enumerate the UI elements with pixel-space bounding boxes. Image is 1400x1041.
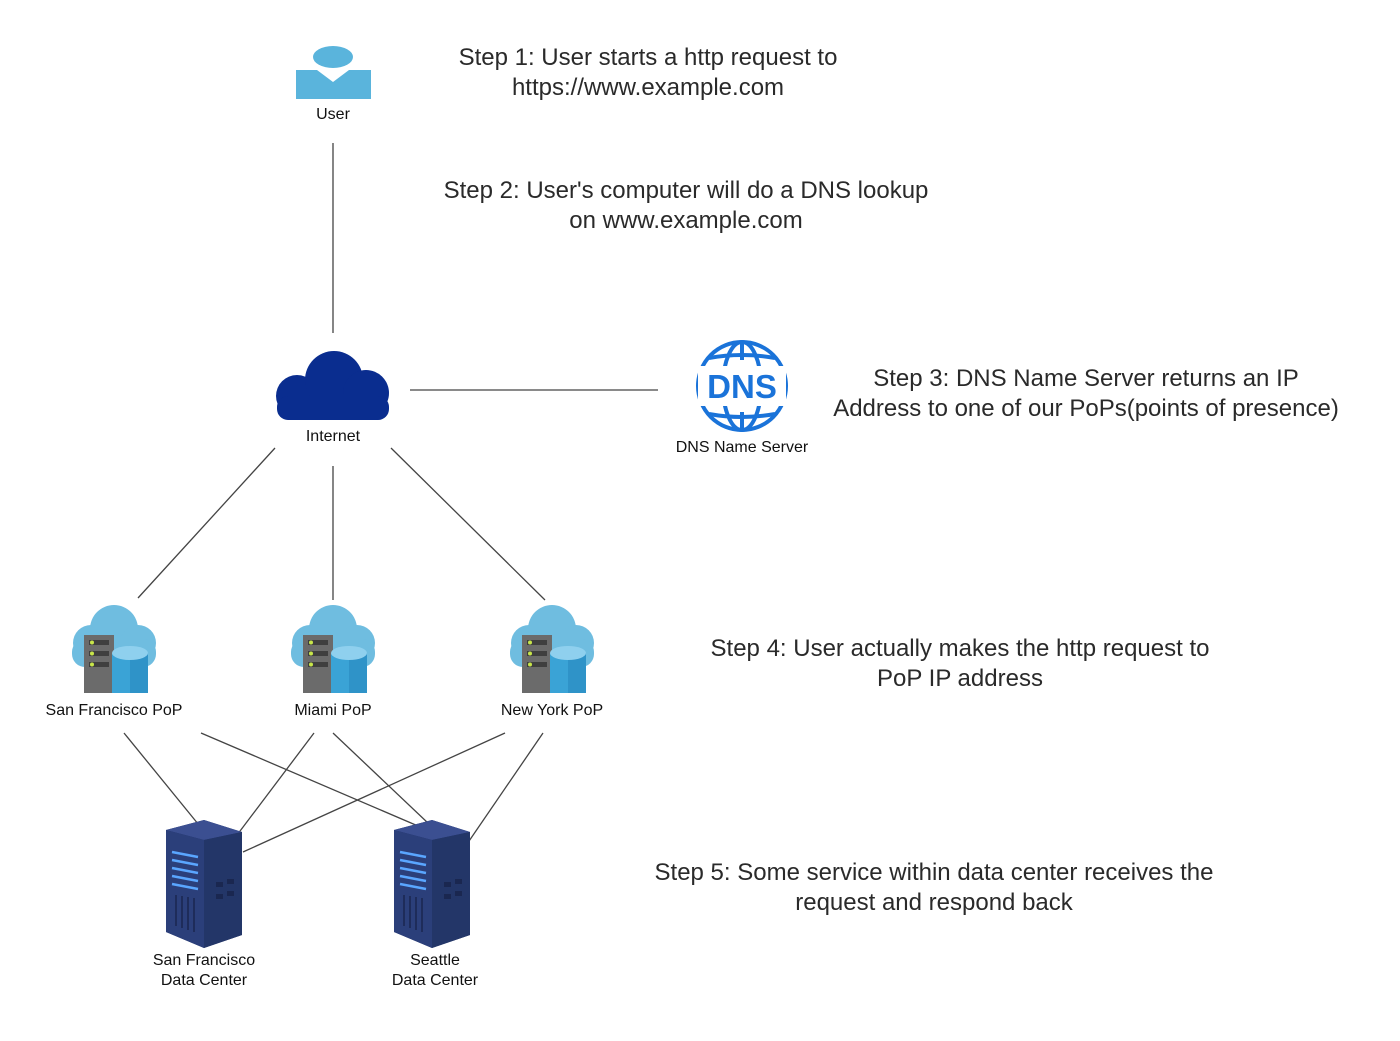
step-4-line2: PoP IP address	[877, 665, 1043, 692]
edge-nypop-sfdc	[242, 732, 506, 853]
step-5-text: Step 5: Some service within data center …	[620, 858, 1248, 918]
miami-pop-icon	[291, 605, 375, 693]
miami-pop-label: Miami PoP	[294, 702, 372, 719]
seattle-datacenter-label-line1: Seattle	[410, 952, 460, 969]
sf-pop-label: San Francisco PoP	[45, 702, 183, 719]
sf-datacenter-label: San Francisco Data Center	[124, 951, 284, 991]
step-4-text: Step 4: User actually makes the http req…	[660, 634, 1260, 694]
step-2-line1: Step 2: User's computer will do a DNS lo…	[443, 177, 929, 204]
seattle-datacenter-label: Seattle Data Center	[355, 951, 515, 991]
step-5-line1: Step 5: Some service within data center …	[654, 859, 1214, 886]
edge-sfpop-seadc	[200, 732, 433, 833]
edge-sfpop-sfdc	[123, 732, 204, 831]
dns-icon-text: DNS	[707, 368, 777, 405]
step-2-text: Step 2: User's computer will do a DNS lo…	[396, 176, 976, 236]
connectors	[123, 143, 658, 853]
sf-datacenter-icon	[164, 818, 244, 950]
sf-datacenter-label-line2: Data Center	[160, 972, 248, 989]
step-1-line2: https://www.example.com	[511, 74, 785, 101]
edge-nypop-seadc	[466, 732, 544, 845]
sf-pop-icon	[72, 605, 156, 693]
step-3-line1: Step 3: DNS Name Server returns an IP	[873, 365, 1299, 392]
step-3-line2: Address to one of our PoPs(points of pre…	[833, 395, 1339, 422]
ny-pop-label: New York PoP	[500, 702, 604, 719]
edge-miamipop-sfdc	[230, 732, 315, 844]
internet-label: Internet	[305, 428, 361, 445]
user-label: User	[316, 106, 350, 123]
edge-internet-ny-pop	[390, 447, 546, 601]
internet-cloud-icon	[276, 351, 389, 420]
step-4-line1: Step 4: User actually makes the http req…	[710, 635, 1210, 662]
sf-datacenter-label-line1: San Francisco	[152, 952, 256, 969]
step-1-text: Step 1: User starts a http request to ht…	[398, 43, 898, 103]
step-3-text: Step 3: DNS Name Server returns an IP Ad…	[812, 364, 1360, 424]
seattle-datacenter-label-line2: Data Center	[391, 972, 479, 989]
step-2-line2: on www.example.com	[569, 207, 803, 234]
dns-globe-icon	[696, 340, 788, 432]
seattle-datacenter-icon	[392, 818, 472, 950]
step-1-line1: Step 1: User starts a http request to	[458, 44, 838, 71]
dns-name-server-label: DNS Name Server	[675, 439, 809, 456]
edge-internet-sf-pop	[137, 447, 276, 599]
step-5-line2: request and respond back	[795, 889, 1073, 916]
user-icon	[296, 46, 371, 99]
ny-pop-icon	[510, 605, 594, 693]
